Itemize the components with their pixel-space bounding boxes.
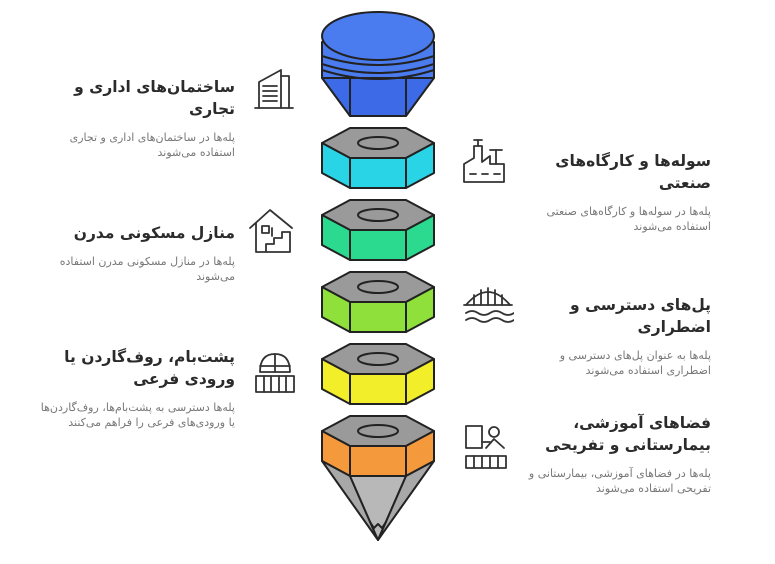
item-industrial-halls: سوله‌ها و کارگاه‌های صنعتی پله‌ها در سول… <box>515 150 711 234</box>
stack-top-cylinder <box>321 11 435 117</box>
item-desc: پله‌ها دسترسی به پشت‌بام‌ها، روف‌گاردن‌ه… <box>40 401 235 429</box>
office-building-icon <box>253 64 297 112</box>
item-desc: پله‌ها در سوله‌ها و کارگاه‌های صنعتی است… <box>546 205 711 233</box>
greenhouse-icon <box>252 348 298 396</box>
item-desc: پله‌ها به عنوان پل‌های دسترسی و اضطراری … <box>559 349 711 377</box>
stack-segment-1 <box>321 127 435 189</box>
item-modern-homes: منازل مسکونی مدرن پله‌ها در منازل مسکونی… <box>35 222 235 284</box>
stack-segment-5 <box>321 415 435 477</box>
bridge-icon <box>462 283 514 327</box>
item-title: منازل مسکونی مدرن <box>73 224 235 242</box>
item-title: فضاهای آموزشی، بیمارستانی و تفریحی <box>545 414 711 454</box>
classroom-icon <box>462 422 512 474</box>
item-desc: پله‌ها در ساختمان‌های اداری و تجاری استف… <box>69 131 235 159</box>
item-desc: پله‌ها در فضاهای آموزشی، بیمارستانی و تف… <box>528 467 711 495</box>
stack-segment-4 <box>321 343 435 405</box>
item-rooftop-entrance: پشت‌بام، روف‌گاردن یا ورودی فرعی پله‌ها … <box>35 346 235 430</box>
item-office-buildings: ساختمان‌های اداری و تجاری پله‌ها در ساخت… <box>35 76 235 160</box>
item-desc: پله‌ها در منازل مسکونی مدرن استفاده می‌ش… <box>59 255 235 283</box>
house-stairs-icon <box>248 206 296 256</box>
stack-tip <box>321 460 435 541</box>
item-title: سوله‌ها و کارگاه‌های صنعتی <box>555 152 711 192</box>
item-title: پل‌های دسترسی و اضطراری <box>570 296 711 336</box>
factory-icon <box>460 136 510 186</box>
stack-segment-3 <box>321 271 435 333</box>
item-educational-spaces: فضاهای آموزشی، بیمارستانی و تفریحی پله‌ه… <box>515 412 711 496</box>
stack-segment-2 <box>321 199 435 261</box>
item-title: ساختمان‌های اداری و تجاری <box>74 78 235 118</box>
item-title: پشت‌بام، روف‌گاردن یا ورودی فرعی <box>64 348 235 388</box>
item-bridges: پل‌های دسترسی و اضطراری پله‌ها به عنوان … <box>515 294 711 378</box>
